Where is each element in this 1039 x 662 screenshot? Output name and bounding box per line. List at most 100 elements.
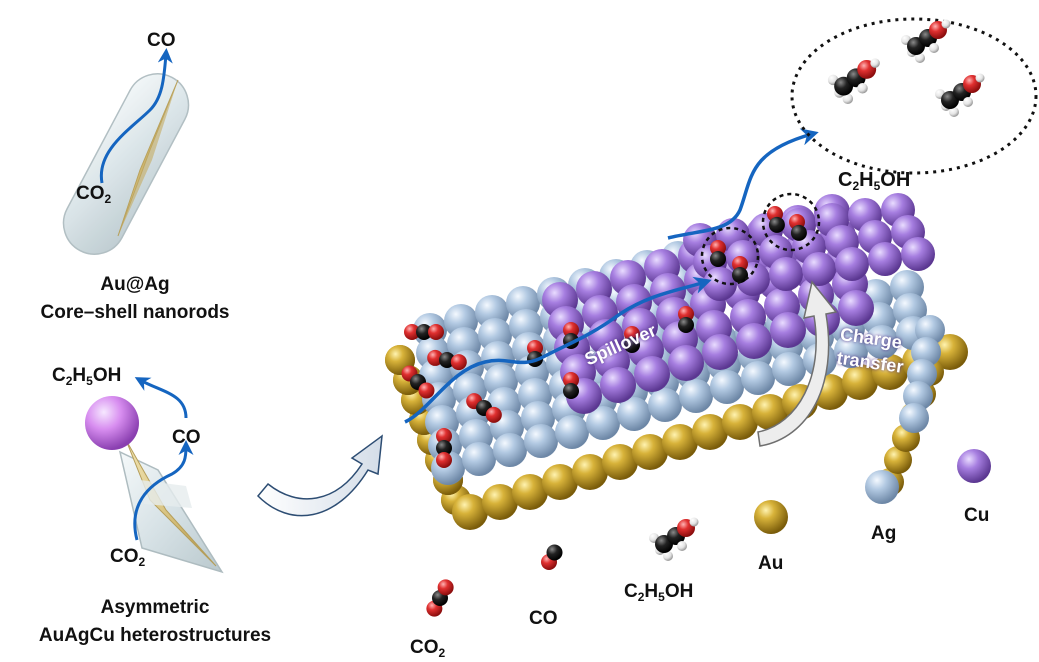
co-to-ethanol-arrow <box>134 377 188 419</box>
oxygen-atom <box>436 452 452 468</box>
au-atom <box>452 494 488 530</box>
hydrogen-atom <box>915 53 925 63</box>
hydrogen-atom <box>857 83 868 94</box>
cu-atom <box>835 247 869 281</box>
au-atom <box>662 424 698 460</box>
cu-atom <box>901 237 935 271</box>
carbon-atom <box>710 251 726 267</box>
au-atom <box>884 446 912 474</box>
au-atom <box>932 334 968 370</box>
asymmetric-heterostructure <box>85 396 224 574</box>
cu-atom <box>770 312 806 348</box>
cu-atom <box>634 356 670 392</box>
oxygen-atom <box>732 256 748 272</box>
adsorbed-molecules <box>401 206 807 468</box>
hollow-transition-arrow <box>256 434 383 517</box>
co-dimer-highlight-2 <box>761 192 821 252</box>
product-cloud <box>790 17 1038 175</box>
legend-ethanol-label: C2H5OH <box>624 581 694 604</box>
ethanol-label-cloud: C2H5OH <box>838 169 911 193</box>
cu-atom <box>802 252 836 286</box>
ag-atom <box>741 361 775 395</box>
core-shell-nanorod <box>62 73 190 255</box>
spillover-flow-arrow <box>404 276 712 424</box>
oxygen-atom <box>527 340 543 356</box>
carbon-atom <box>439 352 455 368</box>
legend-cu-sphere <box>957 449 991 483</box>
oxygen-atom <box>563 322 579 338</box>
hydrogen-atom <box>870 58 880 68</box>
co2-to-co-arrow-top <box>99 48 173 184</box>
hydrogen-atom <box>975 73 985 83</box>
ag-atom <box>899 403 929 433</box>
core-shell-title: Au@Ag Core–shell nanorods <box>40 274 230 323</box>
ag-atom <box>710 370 744 404</box>
legend-icons <box>426 517 699 617</box>
oxygen-atom <box>624 326 640 342</box>
hydrogen-atom <box>929 43 939 53</box>
heterostructure-title: Asymmetric AuAgCu heterostructures <box>38 597 272 646</box>
co2-label-left: CO2 <box>110 546 146 569</box>
product-release-arrow <box>667 128 819 240</box>
hydrogen-atom <box>842 93 854 105</box>
hydrogen-atom <box>677 541 687 551</box>
oxygen-atom <box>678 306 694 322</box>
ag-atom <box>772 352 806 386</box>
co2-to-co-arrow-bottom <box>133 440 194 541</box>
ethanol-label-left: C2H5OH <box>52 365 122 388</box>
au-atom <box>542 464 578 500</box>
cu-atom <box>838 290 874 326</box>
oxygen-atom <box>418 382 435 399</box>
ag-atom <box>493 433 527 467</box>
hydrogen-atom <box>941 19 951 29</box>
oxygen-atom <box>450 354 467 371</box>
ag-atom <box>834 334 868 368</box>
cu-atom <box>769 257 803 291</box>
co-label-left: CO <box>172 427 201 448</box>
legend-au-sphere <box>754 500 788 534</box>
carbon-atom <box>678 317 694 333</box>
ag-atom <box>462 442 496 476</box>
hydrogen-atom <box>963 97 973 107</box>
cu-atom <box>668 345 704 381</box>
charge-transfer-arrow <box>757 280 838 447</box>
oxygen-atom <box>437 579 454 596</box>
carbon-atom <box>768 216 785 233</box>
ethanol-molecules-cloud <box>827 19 985 117</box>
co-dimer-highlight-1 <box>700 226 760 286</box>
oxygen-atom <box>563 372 579 388</box>
carbon-atom <box>563 383 579 399</box>
hydrogen-atom <box>663 551 673 561</box>
carbon-atom <box>732 267 748 283</box>
au-atom <box>842 364 878 400</box>
top-co2-label: CO2 <box>76 183 112 206</box>
au-atom <box>512 474 548 510</box>
ag-atom <box>617 397 651 431</box>
carbon-atom <box>546 544 563 561</box>
au-atom <box>602 444 638 480</box>
legend-ag-sphere <box>865 470 899 504</box>
carbon-atom <box>436 440 452 456</box>
legend-cu-label: Cu <box>964 505 990 526</box>
ag-atom <box>524 424 558 458</box>
legend-au-label: Au <box>758 553 784 574</box>
cu-atom <box>600 367 636 403</box>
au-atom <box>872 354 908 390</box>
charge-transfer-label: Charge transfer <box>835 323 905 377</box>
oxygen-atom <box>710 240 726 256</box>
oxygen-atom <box>404 324 420 340</box>
legend-co-label: CO <box>529 608 558 629</box>
cu-atom <box>736 323 772 359</box>
legend-ag-label: Ag <box>871 523 897 544</box>
au-atom <box>572 454 608 490</box>
oxygen-atom <box>427 349 444 366</box>
ag-atom <box>648 388 682 422</box>
carbon-atom <box>416 324 432 340</box>
cu-atom <box>868 242 902 276</box>
hydrogen-atom <box>949 107 959 117</box>
ag-atom <box>586 406 620 440</box>
top-co-label: CO <box>147 30 176 51</box>
carbon-atom <box>624 337 640 353</box>
oxygen-atom <box>436 428 452 444</box>
